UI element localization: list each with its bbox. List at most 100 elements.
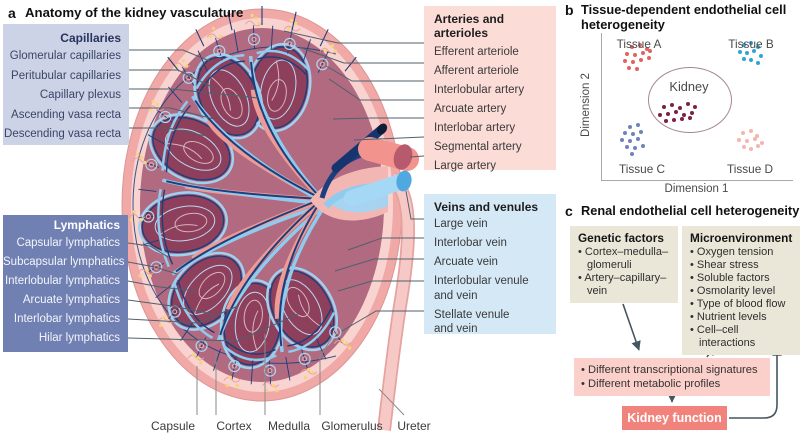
scatter-dot <box>744 50 750 56</box>
arteries-legend-title: Arteries and arterioles <box>434 12 505 40</box>
scatter-dot <box>634 66 640 72</box>
microenvironment-item: Oxygen tension <box>690 246 796 259</box>
panel-c-label: c <box>565 203 573 219</box>
scatter-dot <box>630 59 636 65</box>
scatter-dot <box>673 109 679 115</box>
scatter-dot <box>677 105 683 111</box>
ureter <box>377 172 415 431</box>
bottom-tick-lines <box>196 334 405 416</box>
label-medulla: Medulla <box>267 419 311 433</box>
genetic-factors-title: Genetic factors <box>578 231 664 245</box>
arteries-legend-item: Interlobar artery <box>434 122 516 134</box>
kidney-cluster-ellipse <box>648 67 732 133</box>
scatter-dot <box>627 124 633 130</box>
scatter-dot <box>637 42 643 48</box>
scatter-dot <box>755 60 761 66</box>
panel-a-title: Anatomy of the kidney vasculature <box>25 5 244 20</box>
label-ureter: Ureter <box>397 419 431 433</box>
capillaries-legend-item: Descending vasa recta <box>4 128 121 140</box>
large-vein-tube <box>344 174 408 206</box>
scatter-dot <box>624 51 630 57</box>
scatter-dot <box>632 145 638 151</box>
scatter-dot <box>679 116 685 122</box>
scatter-dot <box>640 50 646 56</box>
scatter-dot <box>755 143 761 149</box>
segmental-artery-cap <box>376 123 388 135</box>
scatter-dot <box>737 49 743 55</box>
microenvironment-item: Nutrient levels <box>690 311 796 324</box>
leader-lines-capillaries <box>129 49 259 137</box>
microenvironment-title: Microenvironment <box>690 231 793 245</box>
scatter-dot <box>622 58 628 64</box>
lymphatics-legend-title: Lymphatics <box>53 218 120 232</box>
arteries-legend-item: Interlobular artery <box>434 84 525 96</box>
scatter-dot <box>755 44 761 50</box>
label-capsule: Capsule <box>150 419 196 433</box>
scatter-dot <box>748 146 754 152</box>
scatter-dot <box>638 57 644 63</box>
scatter-dot <box>632 52 638 58</box>
arteries-legend-item: Afferent arteriole <box>434 65 519 77</box>
microenvironment-item: Shear stress <box>690 259 796 272</box>
scatter-dot <box>754 133 760 139</box>
scatter-dot <box>681 112 687 118</box>
arteries-legend-item: Large artery <box>434 160 497 172</box>
lymphatics-legend-item: Capsular lymphatics <box>16 237 120 249</box>
interlobar-vessels <box>161 55 328 353</box>
scatter-dot <box>751 48 757 54</box>
scatter-dot <box>748 128 754 134</box>
scatter-dot <box>626 65 632 71</box>
scatter-dot <box>619 137 625 143</box>
cluster-label: Tissue B <box>728 37 774 51</box>
panel-b-label: b <box>565 2 574 18</box>
microenvironment-item: Cell–cell interactions <box>690 324 796 350</box>
leader-lines-veins <box>334 190 424 332</box>
x-axis-label: Dimension 1 <box>664 183 729 195</box>
microenvironment-box: Microenvironment Oxygen tensionShear str… <box>682 226 800 355</box>
outcome-item: Different transcriptional signatures <box>581 363 765 377</box>
microenvironment-item: Osmolarity level <box>690 285 796 298</box>
scatter-dot <box>669 102 675 108</box>
scatter-dot <box>685 101 691 107</box>
genetic-factors-box: Genetic factors Cortex–medulla–glomeruli… <box>570 226 678 303</box>
scatter-dot <box>665 111 671 117</box>
large-artery-cap <box>393 144 413 170</box>
veins-legend-item: Stellate venule and vein <box>434 308 510 336</box>
outcomes-box: Different transcriptional signaturesDiff… <box>574 358 770 396</box>
lymphatics-legend-item: Hilar lymphatics <box>38 332 120 344</box>
scatter-dot <box>687 115 693 121</box>
kidney-function-box: Kidney function <box>622 406 727 430</box>
cluster-label: Tissue D <box>726 162 774 176</box>
cluster-label: Tissue C <box>618 162 666 176</box>
label-glomerulus: Glomerulus <box>321 419 383 433</box>
scatter-dot <box>622 130 628 136</box>
scatter-dot <box>657 112 663 118</box>
scatter-dot <box>627 138 633 144</box>
microenvironment-item: Type of blood flow <box>690 298 796 311</box>
scatter-dot <box>741 42 747 48</box>
scatter-dot <box>663 118 669 124</box>
scatter-dot <box>630 131 636 137</box>
arteries-legend: Arteries and arterioles Efferent arterio… <box>424 6 556 172</box>
scatter-dot <box>624 144 630 150</box>
capillaries-legend-item: Ascending vasa recta <box>11 108 121 121</box>
arteries-legend-item: Arcuate artery <box>434 103 507 115</box>
capillaries-legend-item: Capillary plexus <box>39 89 121 101</box>
scatter-dot <box>752 136 758 142</box>
scatter-dot <box>671 117 677 123</box>
leader-lines-lymphatics <box>127 242 299 342</box>
arrow-genetic-to-outcomes <box>622 303 641 351</box>
scatter-dot <box>646 55 652 61</box>
scatter-dot <box>759 140 765 146</box>
veins-legend-item: Arcuate vein <box>434 256 498 268</box>
capillaries-legend-item: Glomerular capillaries <box>9 50 121 62</box>
genetic-factor-item: Artery–capillary–vein <box>578 272 672 298</box>
scatter-dot <box>644 46 650 52</box>
panel-c-title: Renal endothelial cell heterogeneity <box>581 203 800 218</box>
scatter-dot <box>748 40 754 46</box>
